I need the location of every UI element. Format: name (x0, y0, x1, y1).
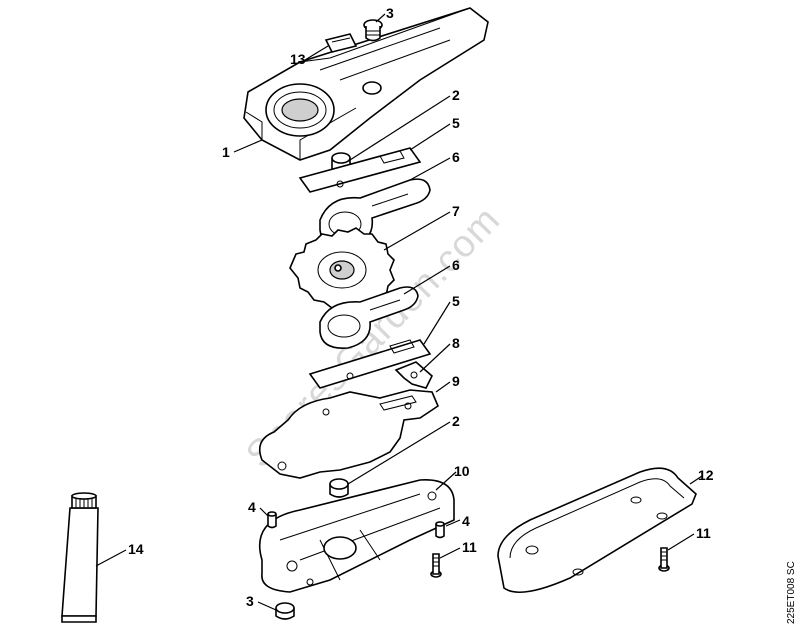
callout-5-bottom: 5 (452, 293, 460, 309)
part-6-link-bottom (319, 286, 419, 349)
callout-3-bottom: 3 (246, 593, 254, 609)
callout-6-top: 6 (452, 149, 460, 165)
callout-1: 1 (222, 144, 230, 160)
part-2-bushing-bottom (329, 478, 349, 498)
callout-11-left: 11 (462, 539, 477, 555)
part-1-gear-housing (243, 7, 489, 161)
part-10-lower-housing (258, 479, 455, 593)
part-4-pin-right (435, 521, 445, 539)
callout-13: 13 (290, 51, 306, 67)
part-13-label (324, 33, 358, 53)
callout-2-top: 2 (452, 87, 460, 103)
callout-11-right: 11 (696, 525, 711, 541)
part-14-grease-tube (61, 492, 99, 623)
part-4-pin-left (267, 511, 277, 529)
callout-7: 7 (452, 203, 460, 219)
part-9-gasket (258, 389, 439, 479)
part-5-plate-bottom (308, 339, 432, 389)
callout-2-bottom: 2 (452, 413, 460, 429)
callout-9: 9 (452, 373, 460, 389)
part-11-screw-right (658, 547, 670, 572)
part-3-plug-bottom (275, 602, 295, 620)
part-5-plate-top (298, 147, 422, 193)
callout-6-bottom: 6 (452, 257, 460, 273)
part-7-gear (289, 227, 395, 311)
callout-8: 8 (452, 335, 460, 351)
leader-lines (95, 13, 703, 611)
callout-12: 12 (698, 467, 714, 483)
part-11-screw-left (430, 553, 442, 578)
callout-14: 14 (128, 541, 144, 557)
part-12-cover (497, 467, 697, 594)
drawing-code: 225ET008 SC (786, 561, 797, 624)
callout-10: 10 (454, 463, 470, 479)
callout-4-right: 4 (462, 513, 470, 529)
part-3-screw-top (363, 19, 383, 42)
callout-5-top: 5 (452, 115, 460, 131)
callout-3-top: 3 (386, 5, 394, 21)
callout-4-left: 4 (248, 499, 256, 515)
